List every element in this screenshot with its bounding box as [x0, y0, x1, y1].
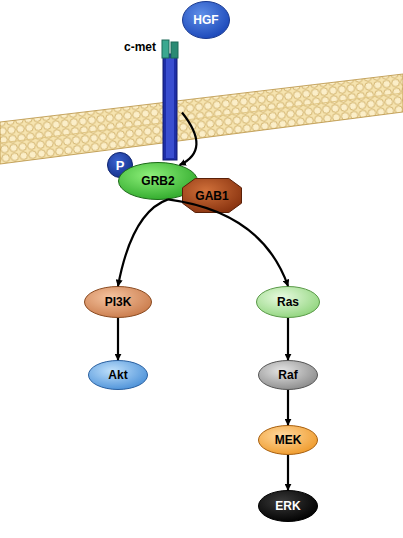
- signal-arrow: [117, 318, 119, 360]
- node-label: HGF: [182, 1, 230, 39]
- node-box: MEK: [258, 425, 318, 455]
- cell-membrane: [0, 74, 403, 164]
- node-label: PI3K: [84, 286, 152, 318]
- node-box: Ras: [256, 286, 320, 318]
- signal-arrow: [287, 390, 289, 425]
- bilayer-midline: [0, 93, 403, 143]
- receptor-shape: [160, 40, 182, 160]
- node-label: Akt: [88, 360, 148, 390]
- node-box: Raf: [258, 360, 318, 390]
- node-label: ERK: [258, 490, 318, 522]
- node-box: GAB1: [182, 178, 242, 213]
- node-label: Ras: [256, 286, 320, 318]
- signal-arrow: [287, 455, 289, 490]
- node-label: GAB1: [182, 178, 242, 213]
- node-box: Akt: [88, 360, 148, 390]
- node-label: MEK: [258, 425, 318, 455]
- node-label: Raf: [258, 360, 318, 390]
- node-label: c-met: [104, 38, 156, 56]
- node-box: PI3K: [84, 286, 152, 318]
- node-box: HGF: [182, 1, 230, 39]
- node-box: ERK: [258, 490, 318, 522]
- signal-arrow: [118, 199, 168, 286]
- signal-arrow: [180, 113, 197, 166]
- node-box: c-met: [160, 40, 182, 160]
- signal-arrow: [287, 318, 289, 360]
